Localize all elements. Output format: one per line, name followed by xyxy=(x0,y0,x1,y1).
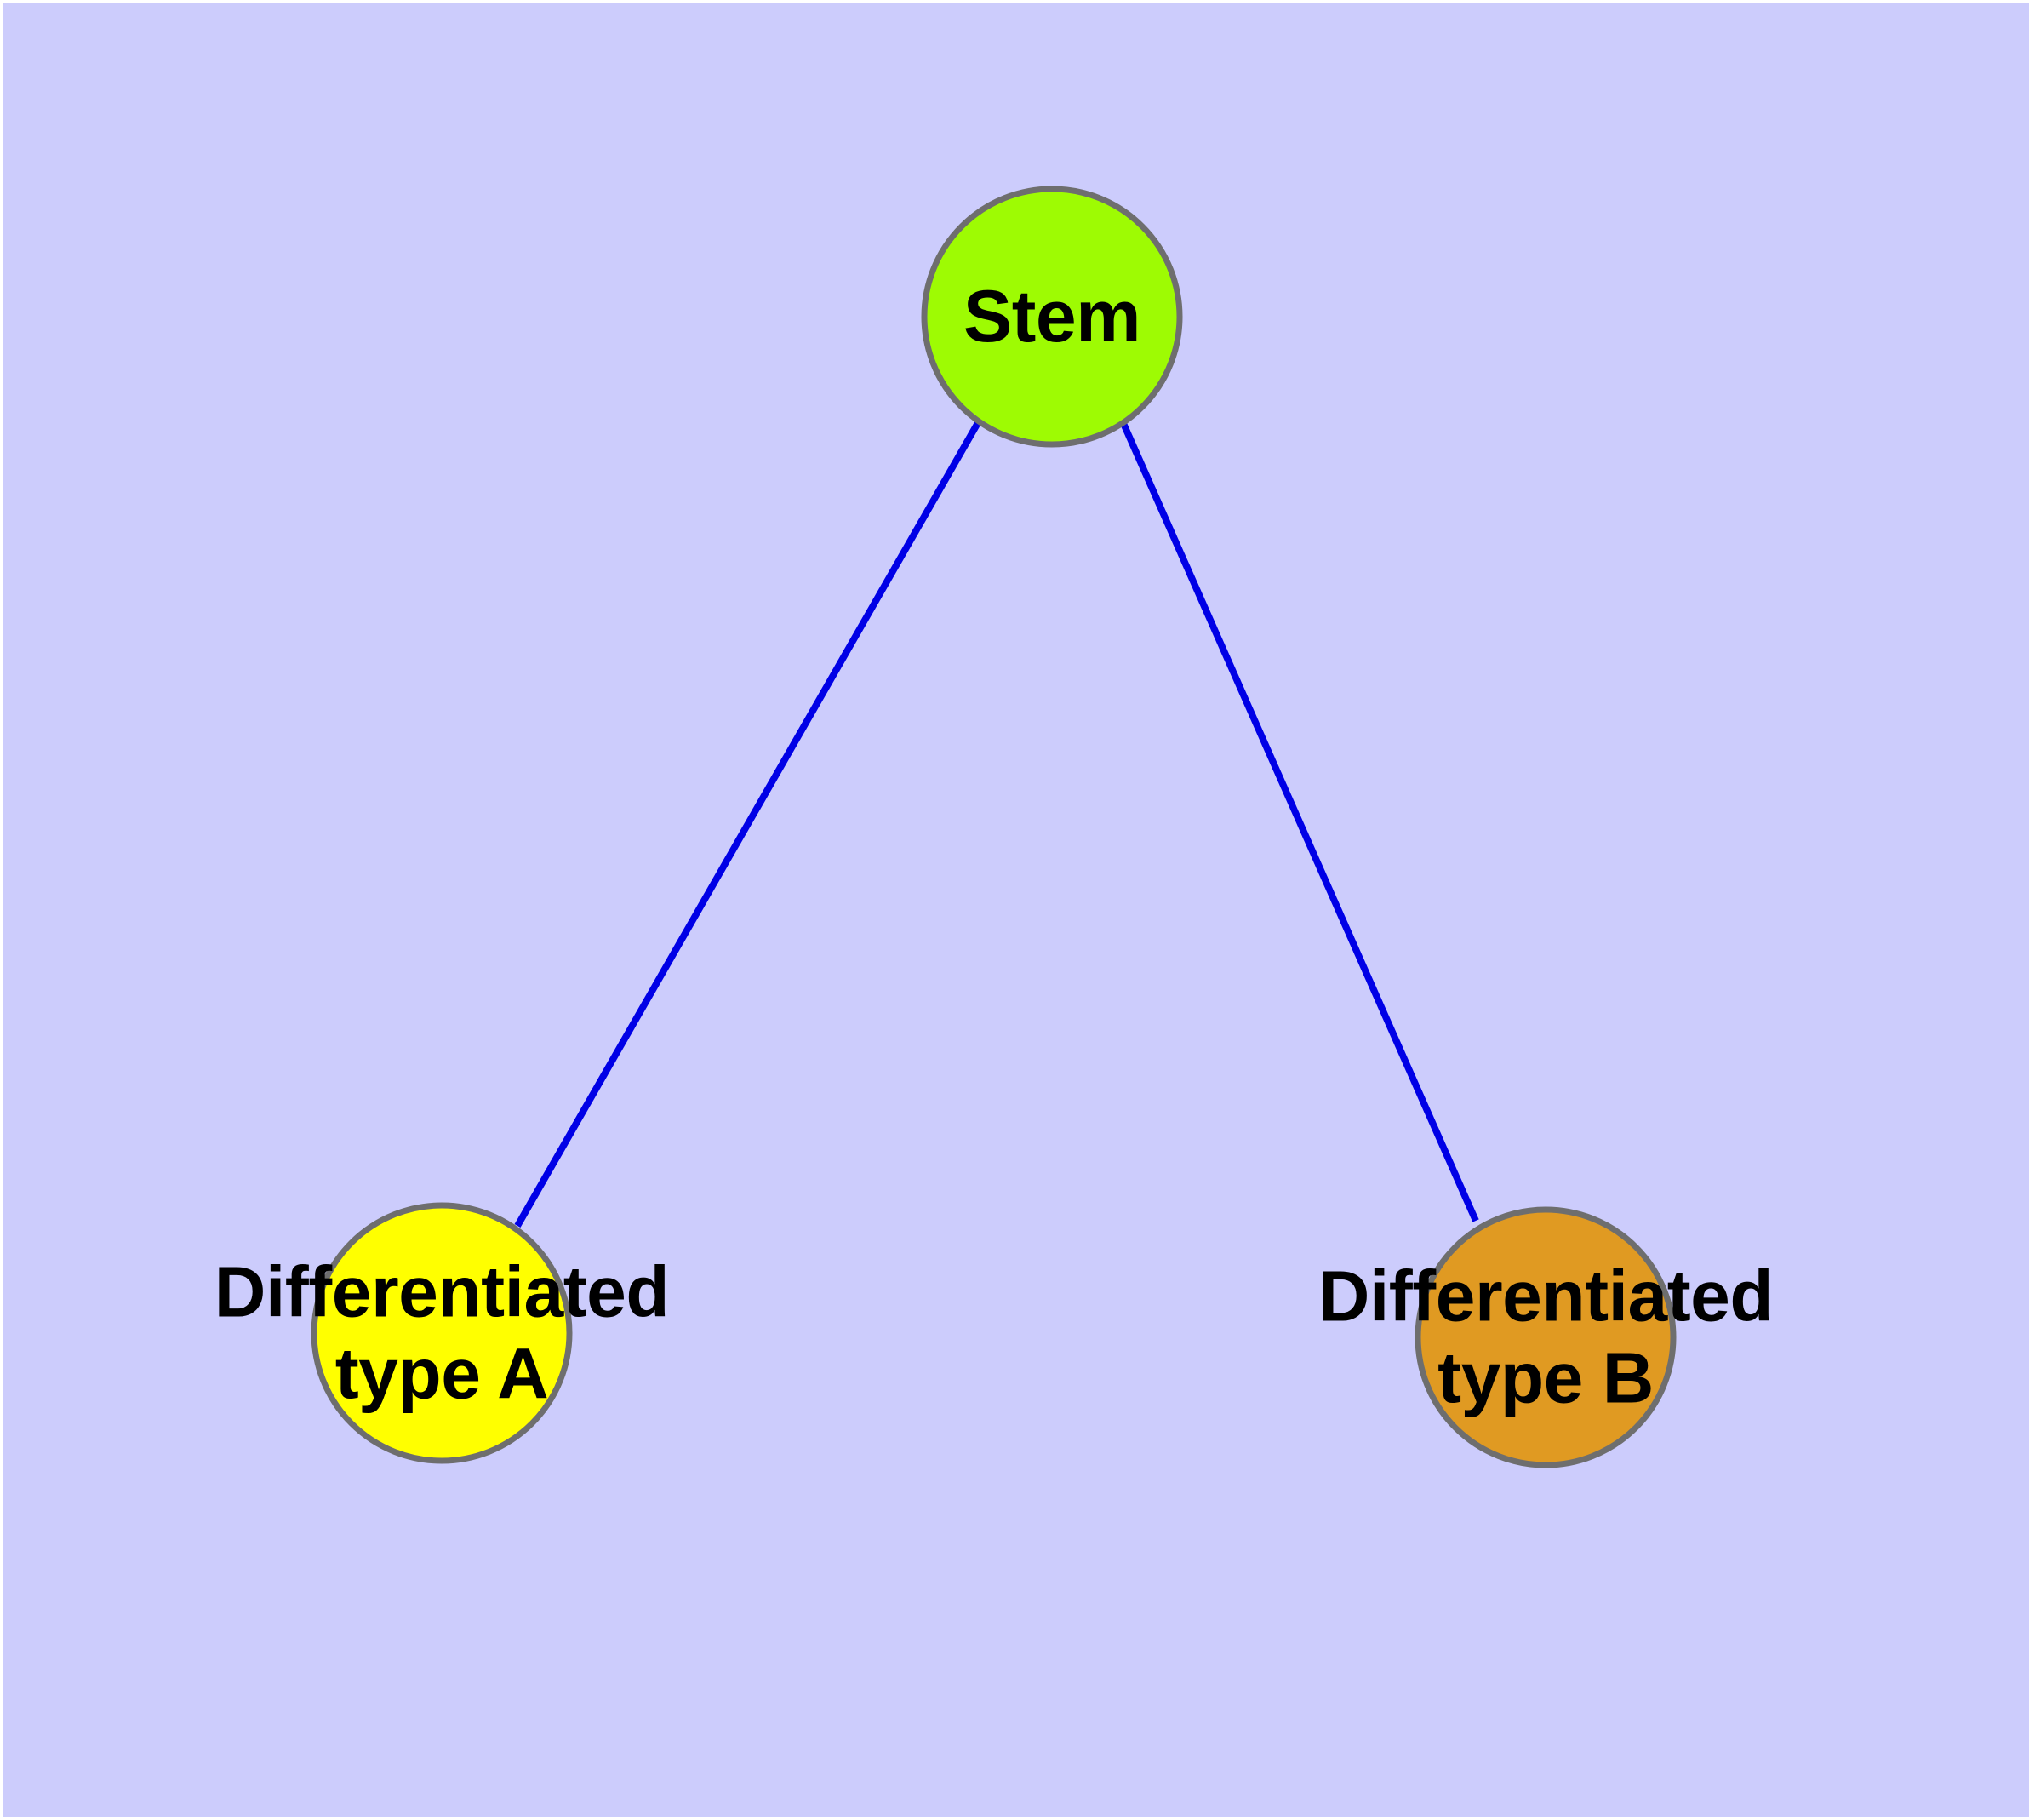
edge-stem-to-diff-a xyxy=(514,420,982,1228)
node-differentiated-type-a[interactable] xyxy=(311,1202,573,1464)
node-differentiated-type-b[interactable] xyxy=(1415,1206,1677,1468)
node-layer xyxy=(311,186,1677,1468)
node-stem[interactable] xyxy=(921,186,1183,448)
edge-layer xyxy=(514,418,1479,1228)
edge-stem-to-diff-b xyxy=(1118,418,1479,1222)
